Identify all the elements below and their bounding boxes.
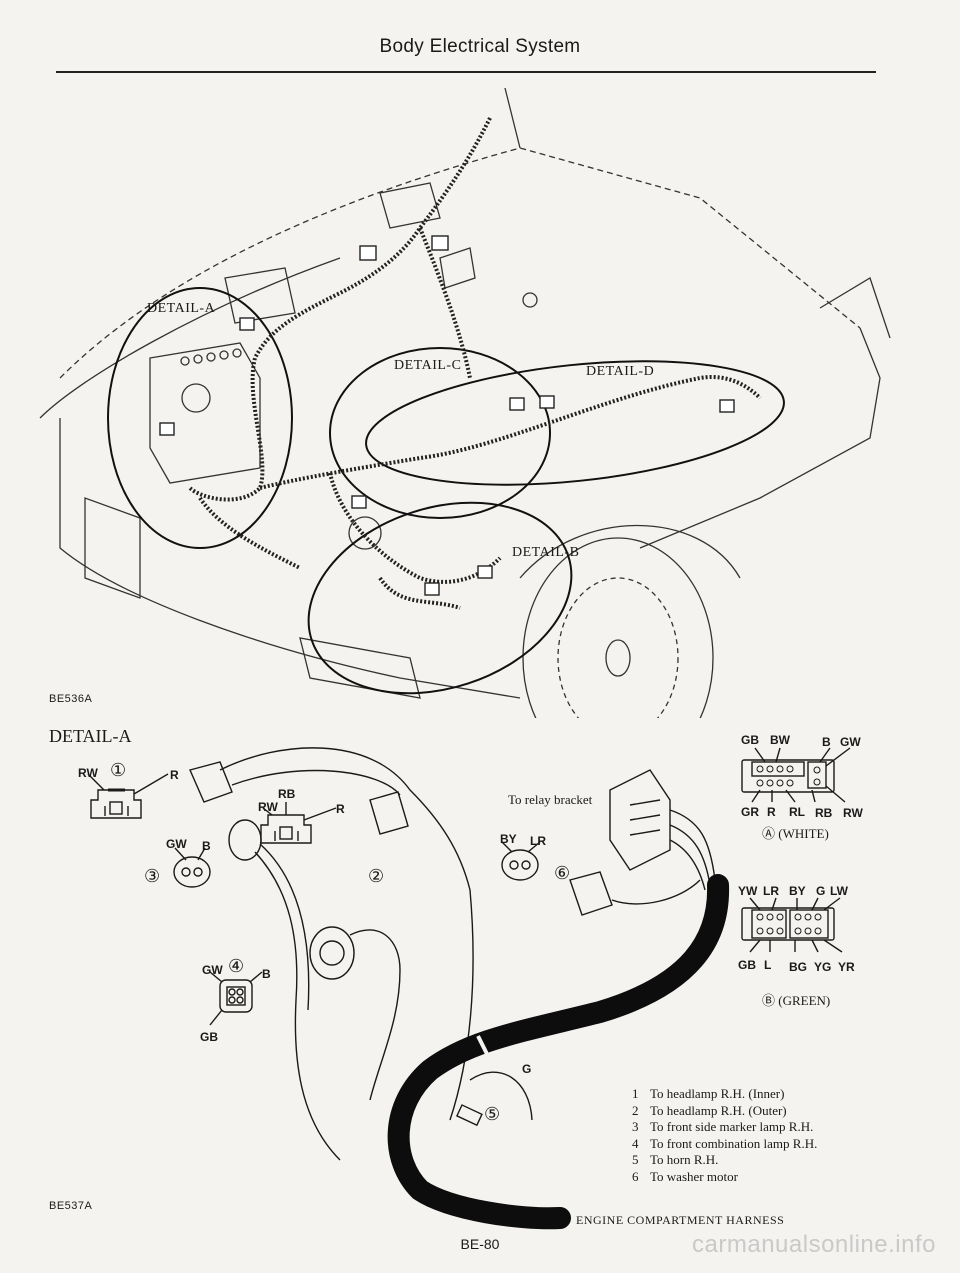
- wire-label-c5: G: [522, 1062, 532, 1076]
- connector-a-pin-top-2: BW: [770, 733, 790, 747]
- detail-b-label: DETAIL-B: [512, 545, 580, 560]
- callout-4: ④: [228, 956, 245, 976]
- harness-label: ENGINE COMPARTMENT HARNESS: [576, 1213, 785, 1227]
- callout-6: ⑥: [554, 863, 571, 883]
- detail-a-label: DETAIL-A: [147, 301, 216, 316]
- figure-code-bottom: BE537A: [49, 1200, 93, 1212]
- connector-b-pin-top-5: LW: [830, 884, 848, 898]
- connector-b-pin-bottom-2: L: [764, 958, 772, 972]
- connector-a-pin-bottom-4: RB: [815, 806, 833, 820]
- wire-label-c2-right: R: [336, 802, 345, 816]
- connector-b-label: Ⓑ (GREEN): [762, 993, 831, 1008]
- detail-d-label: DETAIL-D: [586, 364, 655, 379]
- detail-a-title: DETAIL-A: [49, 726, 132, 746]
- wire-label-c1-left: RW: [78, 766, 98, 780]
- connector-b-pin-bottom-5: YR: [838, 960, 855, 974]
- connector-b-pin-bottom-4: YG: [814, 960, 832, 974]
- connector-b-pin-top-2: LR: [763, 884, 779, 898]
- wire-label-c3-right: B: [202, 839, 211, 853]
- car-harness-illustration: [39, 87, 891, 718]
- connector-b-pin-top-3: BY: [789, 884, 806, 898]
- connector-b-pin-top-4: G: [816, 884, 826, 898]
- connector-a-pin-top-4: GW: [840, 735, 861, 749]
- wire-label-c4-right: B: [262, 967, 271, 981]
- page-number: BE-80: [460, 1236, 500, 1252]
- detail-a-illustration: [87, 747, 851, 1230]
- callout-2: ②: [368, 866, 385, 886]
- watermark: carmanualsonline.info: [692, 1231, 936, 1258]
- connector-b-pin-top-1: YW: [738, 884, 758, 898]
- connector-b-pin-bottom-1: GB: [738, 958, 756, 972]
- wire-label-c1-right: R: [170, 768, 179, 782]
- connector-a-pin-top-1: GB: [741, 733, 759, 747]
- callout-1: ①: [110, 760, 127, 780]
- connector-a-pin-top-3: B: [822, 735, 831, 749]
- wire-label-c2-left: RW: [258, 800, 278, 814]
- connector-a-pin-bottom-3: RL: [789, 805, 805, 819]
- callout-3: ③: [144, 866, 161, 886]
- wire-label-c3-left: GW: [166, 837, 187, 851]
- wire-label-c6-left: BY: [500, 832, 517, 846]
- wire-label-c6-right: LR: [530, 834, 546, 848]
- wire-label-c4-left: GW: [202, 963, 223, 977]
- relay-bracket-label: To relay bracket: [508, 792, 593, 807]
- wire-label-c2-top: RB: [278, 787, 296, 801]
- connector-a-pin-bottom-5: RW: [843, 806, 863, 820]
- connector-a-pin-bottom-1: GR: [741, 805, 759, 819]
- connector-a-label: Ⓐ (WHITE): [762, 826, 829, 841]
- header-rule: [56, 71, 876, 73]
- figure-code-top: BE536A: [49, 693, 93, 705]
- detail-c-label: DETAIL-C: [394, 358, 462, 373]
- connector-a-pin-bottom-2: R: [767, 805, 776, 819]
- wire-label-c4-bottom: GB: [200, 1030, 218, 1044]
- page-header-title: Body Electrical System: [379, 36, 581, 57]
- connector-b-pin-bottom-3: BG: [789, 960, 807, 974]
- callout-5: ⑤: [484, 1104, 501, 1124]
